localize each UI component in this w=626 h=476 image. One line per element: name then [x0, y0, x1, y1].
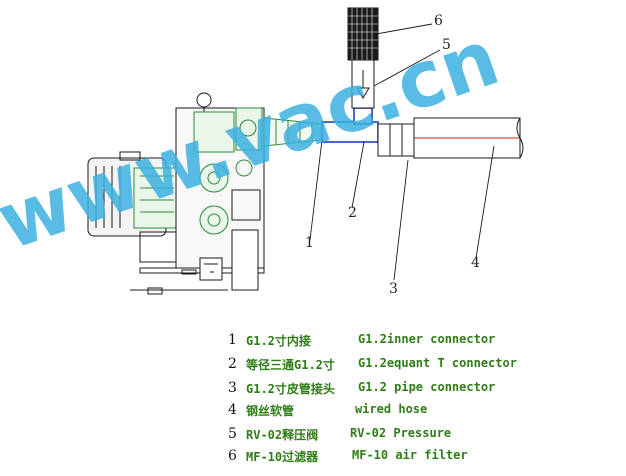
legend-number: 5: [228, 426, 237, 442]
legend-chinese-name: G1.2寸内接: [246, 334, 311, 348]
pressure-relief-valve: [351, 59, 375, 109]
legend-english-name: G1.2 pipe connector: [358, 380, 496, 394]
callout-5: 5: [442, 37, 451, 53]
leader-lines: [309, 23, 495, 281]
callout-1: 1: [305, 235, 314, 251]
outlet-nozzle: [263, 117, 323, 147]
legend-english-name: MF-10 air filter: [352, 448, 468, 462]
callout-6: 6: [434, 13, 443, 29]
legend-number: 1: [228, 332, 237, 348]
legend-number: 3: [228, 380, 237, 396]
legend-chinese-name: 等径三通G1.2寸: [246, 358, 335, 372]
callout-3: 3: [389, 281, 398, 297]
motor-body: [87, 151, 181, 263]
legend-english-name: RV-02 Pressure: [350, 426, 452, 440]
legend-english-name: wired hose: [355, 402, 428, 416]
t-connector: [321, 107, 379, 143]
wired-hose: [413, 117, 524, 159]
legend-english-name: G1.2inner connector: [358, 332, 496, 346]
legend-english-name: G1.2equant T connector: [358, 356, 517, 370]
callout-2: 2: [348, 205, 357, 221]
air-filter: [347, 7, 379, 61]
legend-chinese-name: 钢丝软管: [246, 404, 295, 418]
pump-assembly-diagram: [87, 7, 524, 295]
pump-housing: [175, 92, 270, 291]
legend-number: 2: [228, 356, 237, 372]
pipe-connector: [377, 123, 415, 157]
legend-chinese-name: RV-02释压阀: [246, 428, 319, 442]
legend-number: 6: [228, 448, 237, 464]
legend-number: 4: [228, 402, 237, 418]
legend-chinese-name: MF-10过滤器: [246, 450, 319, 464]
callout-4: 4: [471, 255, 480, 271]
legend-chinese-name: G1.2寸皮管接头: [246, 382, 335, 396]
